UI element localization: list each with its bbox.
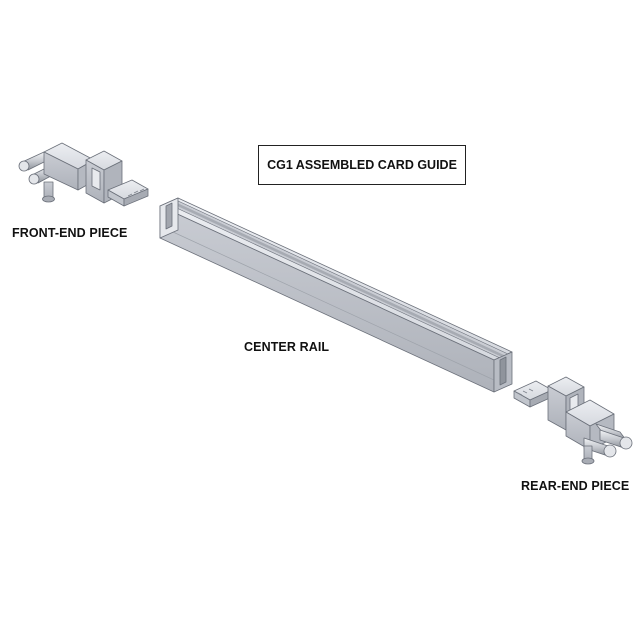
title-box: CG1 ASSEMBLED CARD GUIDE — [258, 145, 466, 185]
label-center-rail: CENTER RAIL — [244, 340, 330, 354]
label-rear-end-piece: REAR-END PIECE — [521, 479, 630, 493]
diagram-title: CG1 ASSEMBLED CARD GUIDE — [267, 158, 457, 172]
front-end-piece — [18, 142, 149, 207]
center-rail — [159, 197, 513, 393]
rear-end-piece — [513, 376, 633, 465]
label-front-end-piece: FRONT-END PIECE — [12, 226, 128, 240]
